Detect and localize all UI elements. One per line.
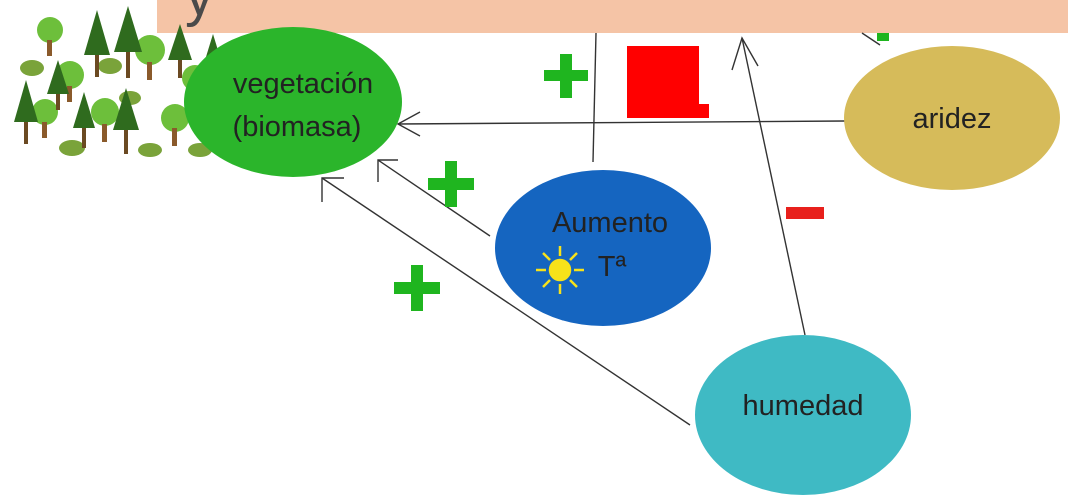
node-aridez: aridez bbox=[844, 46, 1060, 190]
causal-arrows bbox=[321, 32, 881, 426]
plus-sign-1 bbox=[544, 54, 588, 98]
aumento-label-line1: Aumento bbox=[552, 207, 668, 239]
arrow-aumento-up bbox=[592, 32, 597, 163]
arrow-aridez-up bbox=[861, 32, 881, 46]
arrow-humedad-to-aridez bbox=[741, 37, 806, 336]
arrow-aumento-to-vegetacion bbox=[377, 159, 491, 237]
arrow-aridez-to-vegetacion bbox=[397, 120, 846, 125]
minus-sign-small bbox=[786, 207, 824, 219]
aridez-label: aridez bbox=[913, 103, 992, 135]
plus-sign-3 bbox=[394, 265, 440, 311]
plus-sign-partial bbox=[877, 33, 889, 41]
plus-sign-2 bbox=[428, 161, 474, 207]
node-aumento: Aumento Tª bbox=[495, 170, 711, 326]
vegetacion-label-line1: vegetación bbox=[233, 68, 373, 100]
humedad-label: humedad bbox=[743, 390, 864, 422]
slide-title: y bbox=[185, 0, 214, 29]
minus-sign-big bbox=[627, 46, 709, 118]
node-vegetacion: vegetación (biomasa) bbox=[184, 27, 402, 177]
forest-trees-icon bbox=[14, 6, 224, 157]
vegetacion-label-line2: (biomasa) bbox=[233, 111, 362, 143]
title-band: y bbox=[157, 0, 1068, 33]
node-humedad: humedad bbox=[695, 335, 911, 495]
aumento-label-line2: Tª bbox=[598, 251, 627, 283]
arrow-humedad-to-vegetacion bbox=[321, 177, 691, 426]
sun-icon bbox=[536, 246, 584, 294]
